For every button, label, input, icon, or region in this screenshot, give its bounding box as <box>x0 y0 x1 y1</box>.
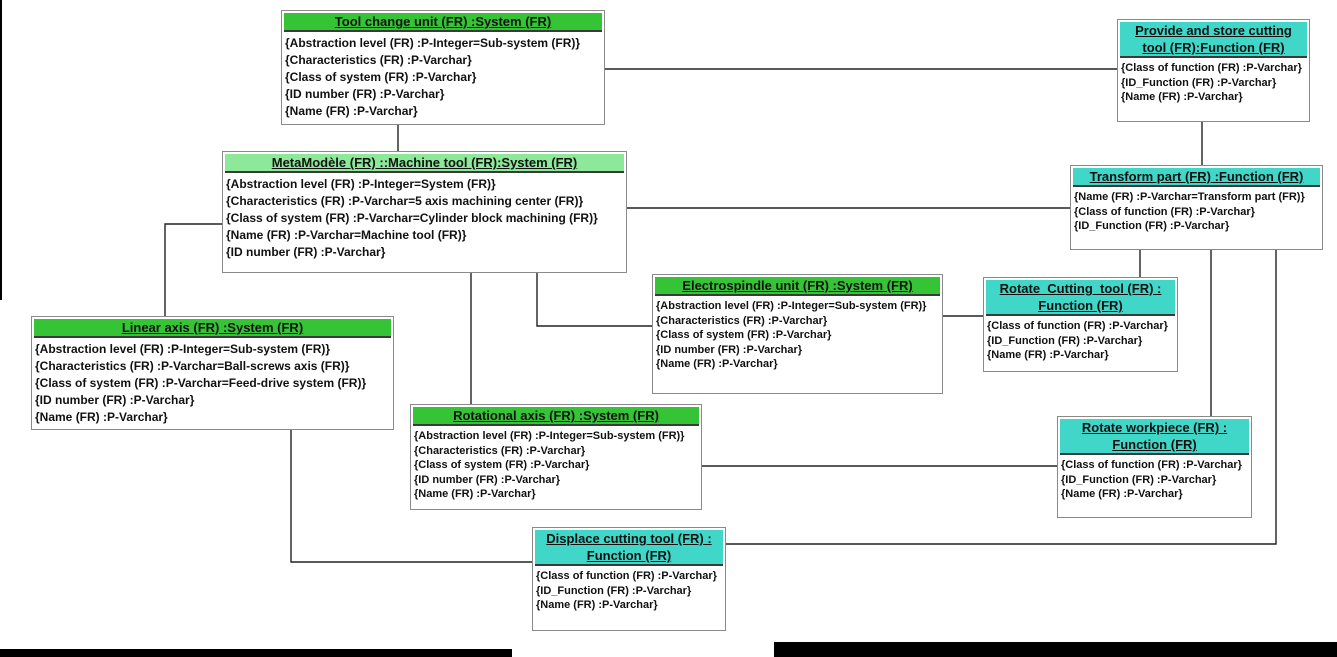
entity-title-block: Provide and store cutting tool (FR):Func… <box>1120 22 1307 58</box>
attribute: {Characteristics (FR) :P-Varchar=5 axis … <box>226 194 584 208</box>
attribute: {Abstraction level (FR) :P-Integer=Sub-s… <box>35 342 331 356</box>
attribute: {ID number (FR) :P-Varchar} <box>414 473 561 486</box>
attribute: {Class of system (FR) :P-Varchar=Feed-dr… <box>35 376 367 390</box>
entity-displace-cutting-tool[interactable]: Displace cutting tool (FR) : Function (F… <box>532 527 726 631</box>
attribute: {Class of system (FR) :P-Varchar} <box>285 70 477 84</box>
attribute: {Name (FR) :P-Varchar} <box>285 104 418 118</box>
entity-rotate-cutting-tool[interactable]: Rotate_Cutting_tool (FR) : Function (FR)… <box>983 277 1178 372</box>
attribute: {Abstraction level (FR) :P-Integer=Syste… <box>226 177 496 191</box>
link-metamodele-to-linear-axis <box>164 223 224 316</box>
attribute: {ID_Function (FR) :P-Varchar} <box>1121 76 1277 89</box>
attribute: {Class of system (FR) :P-Varchar=Cylinde… <box>226 211 598 225</box>
link-metamodele-to-electrospindle <box>536 272 654 327</box>
bottom-left-bar <box>0 649 512 657</box>
attribute: {Characteristics (FR) :P-Varchar} <box>656 314 828 327</box>
left-edge-bar <box>0 0 2 300</box>
entity-metamodele[interactable]: MetaModèle (FR) ::Machine tool (FR):Syst… <box>222 151 627 273</box>
entity-title-block: Rotate workpiece (FR) : Function (FR) <box>1060 419 1249 455</box>
entity-title-line: Provide and store cutting <box>1135 23 1292 38</box>
attribute: {Name (FR) :P-Varchar} <box>414 488 536 500</box>
attribute: {ID_Function (FR) :P-Varchar} <box>536 584 692 597</box>
link-transform-part-to-displace-cutting-tool <box>726 250 1277 545</box>
attribute: {Class of function (FR) :P-Varchar} <box>536 570 717 582</box>
attribute: {Name (FR) :P-Varchar} <box>536 599 658 611</box>
attribute: {Name (FR) :P-Varchar=Machine tool (FR)} <box>226 228 467 242</box>
entity-electrospindle-unit[interactable]: Electrospindle unit (FR) :System (FR) {A… <box>652 274 943 394</box>
entity-title: Linear axis (FR) :System (FR) <box>34 319 391 338</box>
entity-title-block: Displace cutting tool (FR) : Function (F… <box>535 530 723 566</box>
attribute: {Name (FR) :P-Varchar} <box>1121 91 1243 103</box>
entity-transform-part[interactable]: Transform part (FR) :Function (FR) {Name… <box>1070 165 1323 250</box>
entity-title: Rotational axis (FR) :System (FR) <box>413 407 699 426</box>
attribute: {ID number (FR) :P-Varchar} <box>285 87 445 101</box>
attribute: {Characteristics (FR) :P-Varchar} <box>414 444 586 457</box>
attribute: {Abstraction level (FR) :P-Integer=Sub-s… <box>285 36 581 50</box>
attribute: {Characteristics (FR) :P-Varchar} <box>285 53 472 67</box>
attribute: {Name (FR) :P-Varchar} <box>656 358 778 370</box>
entity-title: Tool change unit (FR) :System (FR) <box>284 13 602 32</box>
attribute: {ID number (FR) :P-Varchar} <box>226 245 386 259</box>
attribute: {ID_Function (FR) :P-Varchar} <box>1061 473 1217 486</box>
attribute: {ID_Function (FR) :P-Varchar} <box>987 334 1143 347</box>
attribute: {Abstraction level (FR) :P-Integer=Sub-s… <box>656 300 927 312</box>
attribute: {Name (FR) :P-Varchar} <box>987 349 1109 361</box>
bottom-right-bar <box>774 642 1337 657</box>
entity-title-line: tool (FR):Function (FR) <box>1142 40 1285 55</box>
attribute: {Class of system (FR) :P-Varchar} <box>414 459 590 471</box>
entity-title: MetaModèle (FR) ::Machine tool (FR):Syst… <box>225 154 624 173</box>
attribute: {Abstraction level (FR) :P-Integer=Sub-s… <box>414 430 685 442</box>
entity-title-line: Function (FR) <box>586 548 672 563</box>
attribute: {Class of function (FR) :P-Varchar} <box>1061 459 1242 471</box>
attribute: {Name (FR) :P-Varchar} <box>1061 488 1183 500</box>
entity-title-line: Function (FR) <box>1038 298 1123 313</box>
attribute: {Class of system (FR) :P-Varchar} <box>656 329 832 341</box>
attribute: {ID number (FR) :P-Varchar} <box>656 343 803 356</box>
entity-rotate-workpiece[interactable]: Rotate workpiece (FR) : Function (FR) {C… <box>1057 416 1252 518</box>
entity-linear-axis[interactable]: Linear axis (FR) :System (FR) {Abstracti… <box>31 316 394 430</box>
entity-title: Transform part (FR) :Function (FR) <box>1073 168 1320 187</box>
entity-tool-change-unit[interactable]: Tool change unit (FR) :System (FR) {Abst… <box>281 10 605 125</box>
entity-title: Electrospindle unit (FR) :System (FR) <box>655 277 940 296</box>
attribute: {Name (FR) :P-Varchar} <box>35 410 168 424</box>
link-linear-axis-to-displace-cutting-tool <box>290 430 532 563</box>
entity-title-line: Displace cutting tool (FR) : <box>546 531 712 546</box>
attribute: {ID number (FR) :P-Varchar} <box>35 393 195 407</box>
entity-title-line: Rotate_Cutting_tool (FR) : <box>999 281 1162 296</box>
attribute: {Characteristics (FR) :P-Varchar=Ball-sc… <box>35 359 350 373</box>
attribute: {Name (FR) :P-Varchar=Transform part (FR… <box>1074 191 1305 203</box>
entity-title-line: Rotate workpiece (FR) : <box>1081 420 1228 435</box>
attribute: {Class of function (FR) :P-Varchar} <box>987 320 1168 332</box>
attribute: {ID_Function (FR) :P-Varchar} <box>1074 220 1230 232</box>
attribute: {Class of function (FR) :P-Varchar} <box>1121 62 1302 74</box>
attribute: {Class of function (FR) :P-Varchar} <box>1074 205 1255 218</box>
entity-title-line: Function (FR) <box>1112 437 1197 452</box>
entity-title-block: Rotate_Cutting_tool (FR) : Function (FR) <box>986 280 1175 316</box>
entity-provide-store-cutting-tool[interactable]: Provide and store cutting tool (FR):Func… <box>1117 19 1310 122</box>
entity-rotational-axis[interactable]: Rotational axis (FR) :System (FR) {Abstr… <box>410 404 702 510</box>
